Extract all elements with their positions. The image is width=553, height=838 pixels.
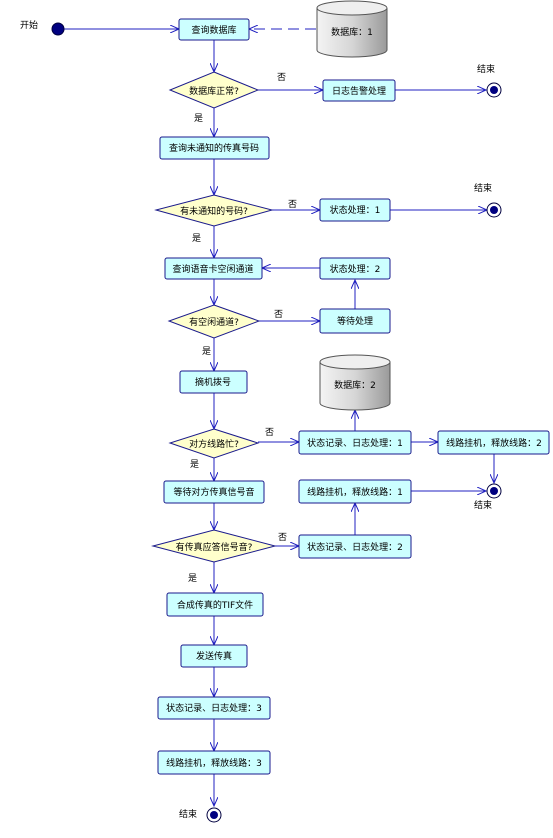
no-label: 否 <box>265 427 274 438</box>
svg-text:查询未通知的传真号码: 查询未通知的传真号码 <box>169 142 259 154</box>
start-icon <box>51 22 65 36</box>
database-1-icon <box>316 8 388 58</box>
edges <box>64 29 494 806</box>
svg-text:数据库：1: 数据库：1 <box>331 26 373 38</box>
decision-has-fax-tone: 有传真应答信号音? <box>151 529 277 563</box>
end-label: 结束 <box>474 182 492 194</box>
svg-text:线路挂机，释放线路：1: 线路挂机，释放线路：1 <box>307 486 403 498</box>
yes-label: 是 <box>188 573 197 584</box>
start-node: 开始 <box>20 19 65 36</box>
svg-text:数据库：2: 数据库：2 <box>334 379 376 391</box>
yes-label: 是 <box>192 233 201 244</box>
no-label: 否 <box>278 532 287 543</box>
no-label: 否 <box>288 199 297 210</box>
box-release-line-2: 线路挂机，释放线路：2 <box>437 430 550 455</box>
box-state-handle-1: 状态处理：1 <box>319 198 391 222</box>
no-label: 否 <box>277 72 286 83</box>
box-wait-handle: 等待处理 <box>319 308 391 334</box>
svg-text:发送传真: 发送传真 <box>196 650 232 662</box>
box-release-line-1: 线路挂机，释放线路：1 <box>298 479 412 504</box>
end-node-1: 结束 <box>477 63 502 98</box>
box-make-tif: 合成传真的TIF文件 <box>166 592 264 617</box>
svg-text:线路挂机，释放线路：2: 线路挂机，释放线路：2 <box>446 437 542 449</box>
database-2-icon <box>319 362 391 411</box>
database-2: 数据库：2 <box>319 354 391 411</box>
end-label: 结束 <box>474 499 492 511</box>
svg-text:状态记录、日志处理：3: 状态记录、日志处理：3 <box>166 702 262 714</box>
svg-text:状态记录、日志处理：2: 状态记录、日志处理：2 <box>307 541 403 553</box>
svg-text:有未通知的号码?: 有未通知的号码? <box>180 205 248 217</box>
decision-line-busy: 对方线路忙? <box>168 428 260 459</box>
svg-text:对方线路忙?: 对方线路忙? <box>189 438 239 450</box>
yes-label: 是 <box>194 113 203 124</box>
box-query-free-channel: 查询语音卡空闲通道 <box>164 257 263 280</box>
svg-text:等待对方传真信号音: 等待对方传真信号音 <box>173 486 254 498</box>
branch-labels: 否 是 否 是 否 是 否 是 否 是 <box>188 72 297 584</box>
svg-text:有空闲通道?: 有空闲通道? <box>189 316 239 328</box>
svg-text:数据库正常?: 数据库正常? <box>189 85 239 97</box>
box-state-handle-2: 状态处理：2 <box>319 257 391 280</box>
box-release-line-3: 线路挂机，释放线路：3 <box>157 750 271 775</box>
box-send-fax: 发送传真 <box>180 644 248 668</box>
box-query-db: 查询数据库 <box>178 18 250 41</box>
decision-db-ok: 数据库正常? <box>168 71 260 109</box>
box-dial: 摘机拨号 <box>179 370 248 394</box>
svg-text:线路挂机，释放线路：3: 线路挂机，释放线路：3 <box>166 757 262 769</box>
svg-text:摘机拨号: 摘机拨号 <box>195 376 231 388</box>
database-1: 数据库：1 <box>316 0 388 58</box>
svg-text:查询数据库: 查询数据库 <box>191 24 236 36</box>
svg-text:状态处理：1: 状态处理：1 <box>330 204 381 216</box>
end-node-3: 结束 <box>474 483 502 511</box>
process-boxes: 查询数据库 日志告警处理 查询未通知的传真号码 状态处理：1 查询语音卡空闲通道… <box>157 18 550 775</box>
end-label: 结束 <box>179 808 197 820</box>
decision-has-unnotified: 有未通知的号码? <box>154 194 274 227</box>
yes-label: 是 <box>202 346 211 357</box>
svg-text:有传真应答信号音?: 有传真应答信号音? <box>176 541 253 553</box>
svg-text:查询语音卡空闲通道: 查询语音卡空闲通道 <box>172 263 253 275</box>
svg-text:状态处理：2: 状态处理：2 <box>330 263 381 275</box>
box-record-log-3: 状态记录、日志处理：3 <box>157 696 271 720</box>
box-record-log-2: 状态记录、日志处理：2 <box>298 534 412 559</box>
svg-text:合成传真的TIF文件: 合成传真的TIF文件 <box>177 599 253 611</box>
box-log-handle: 日志告警处理 <box>322 79 396 102</box>
svg-text:日志告警处理: 日志告警处理 <box>332 85 386 97</box>
end-node-4: 结束 <box>179 807 222 823</box>
start-label: 开始 <box>20 19 38 31</box>
end-node-2: 结束 <box>474 182 502 218</box>
box-query-unnotified: 查询未通知的传真号码 <box>159 136 270 160</box>
box-record-log-1: 状态记录、日志处理：1 <box>298 430 412 455</box>
svg-text:状态记录、日志处理：1: 状态记录、日志处理：1 <box>307 437 403 449</box>
yes-label: 是 <box>190 459 199 470</box>
box-wait-fax-tone: 等待对方传真信号音 <box>163 480 265 504</box>
decision-has-free-channel: 有空闲通道? <box>167 304 261 339</box>
decisions: 数据库正常? 有未通知的号码? 有空闲通道? 对方线路忙? 有传真应答信号音? <box>151 71 277 563</box>
end-label: 结束 <box>477 63 495 75</box>
svg-text:等待处理: 等待处理 <box>337 315 373 327</box>
no-label: 否 <box>274 309 283 320</box>
